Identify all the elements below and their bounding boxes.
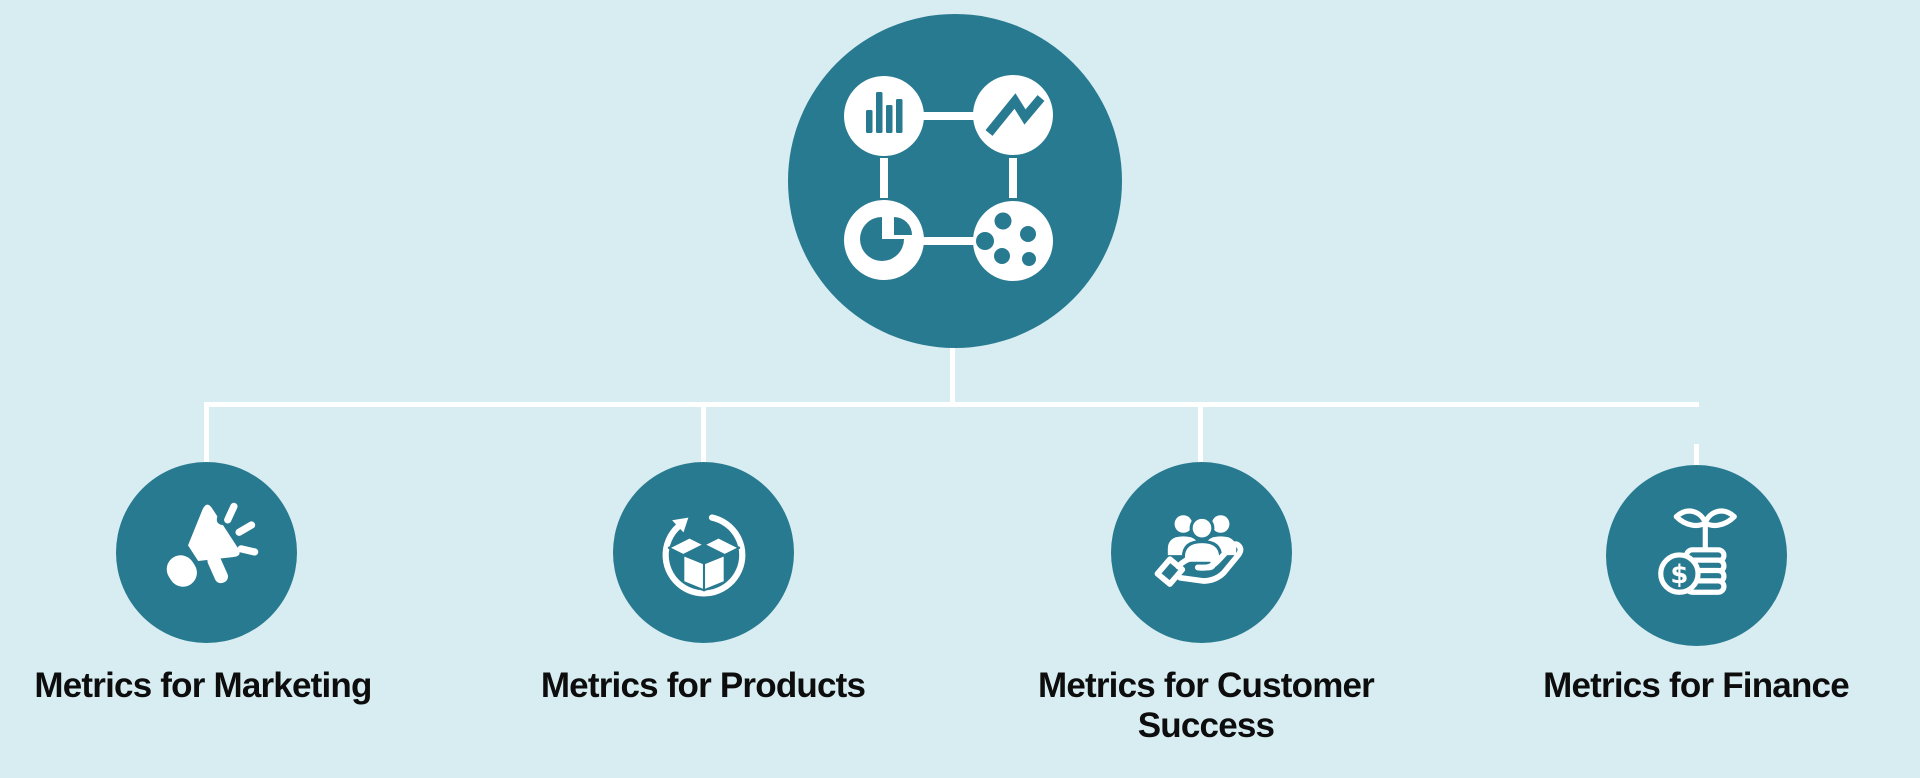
dollar-coin xyxy=(1657,551,1701,595)
hub-link-left xyxy=(880,158,888,198)
line-chart-icon xyxy=(985,93,1045,136)
sprout xyxy=(1673,507,1737,552)
hub-link-top xyxy=(922,112,975,120)
megaphone-icon xyxy=(166,502,258,587)
money-growth-icon: $ xyxy=(1657,507,1737,595)
dollar-sign: $ xyxy=(1670,559,1688,589)
products-circle xyxy=(613,462,794,643)
hub-node-top-right xyxy=(973,75,1053,155)
customer-branch-line xyxy=(1198,402,1203,464)
product-cycle-icon xyxy=(662,513,745,596)
open-hand xyxy=(1154,540,1243,587)
customer-success-circle xyxy=(1111,462,1292,643)
cycle-arrow-arc xyxy=(662,513,745,596)
hub-link-right xyxy=(1009,158,1017,198)
marketing-label: Metrics for Marketing xyxy=(34,666,372,705)
customer-success-label: Metrics for Customer Success xyxy=(1037,666,1375,745)
sound-lines xyxy=(223,502,258,556)
products-branch-line xyxy=(701,402,706,464)
bar-chart-icon xyxy=(866,92,903,133)
marketing-branch-line xyxy=(204,402,209,464)
hub-graphic xyxy=(788,14,1122,348)
products-label: Metrics for Products xyxy=(540,666,866,705)
hub-node-top-left xyxy=(844,76,924,156)
finance-label: Metrics for Finance xyxy=(1543,666,1850,705)
customers-in-hand-icon xyxy=(1154,514,1243,587)
hub-stem-line xyxy=(950,344,955,407)
tree-horizontal-line xyxy=(204,402,1699,407)
marketing-circle xyxy=(116,462,297,643)
metrics-hub xyxy=(788,14,1122,348)
cycle-arrow-head xyxy=(671,517,688,532)
finance-branch-line xyxy=(1694,444,1699,468)
hub-circle xyxy=(788,14,1122,348)
finance-circle: $ xyxy=(1606,465,1787,646)
scatter-dots-icon xyxy=(976,212,1036,266)
pie-chart-icon xyxy=(860,217,912,261)
open-box xyxy=(667,535,740,591)
hub-link-bottom xyxy=(922,237,975,245)
